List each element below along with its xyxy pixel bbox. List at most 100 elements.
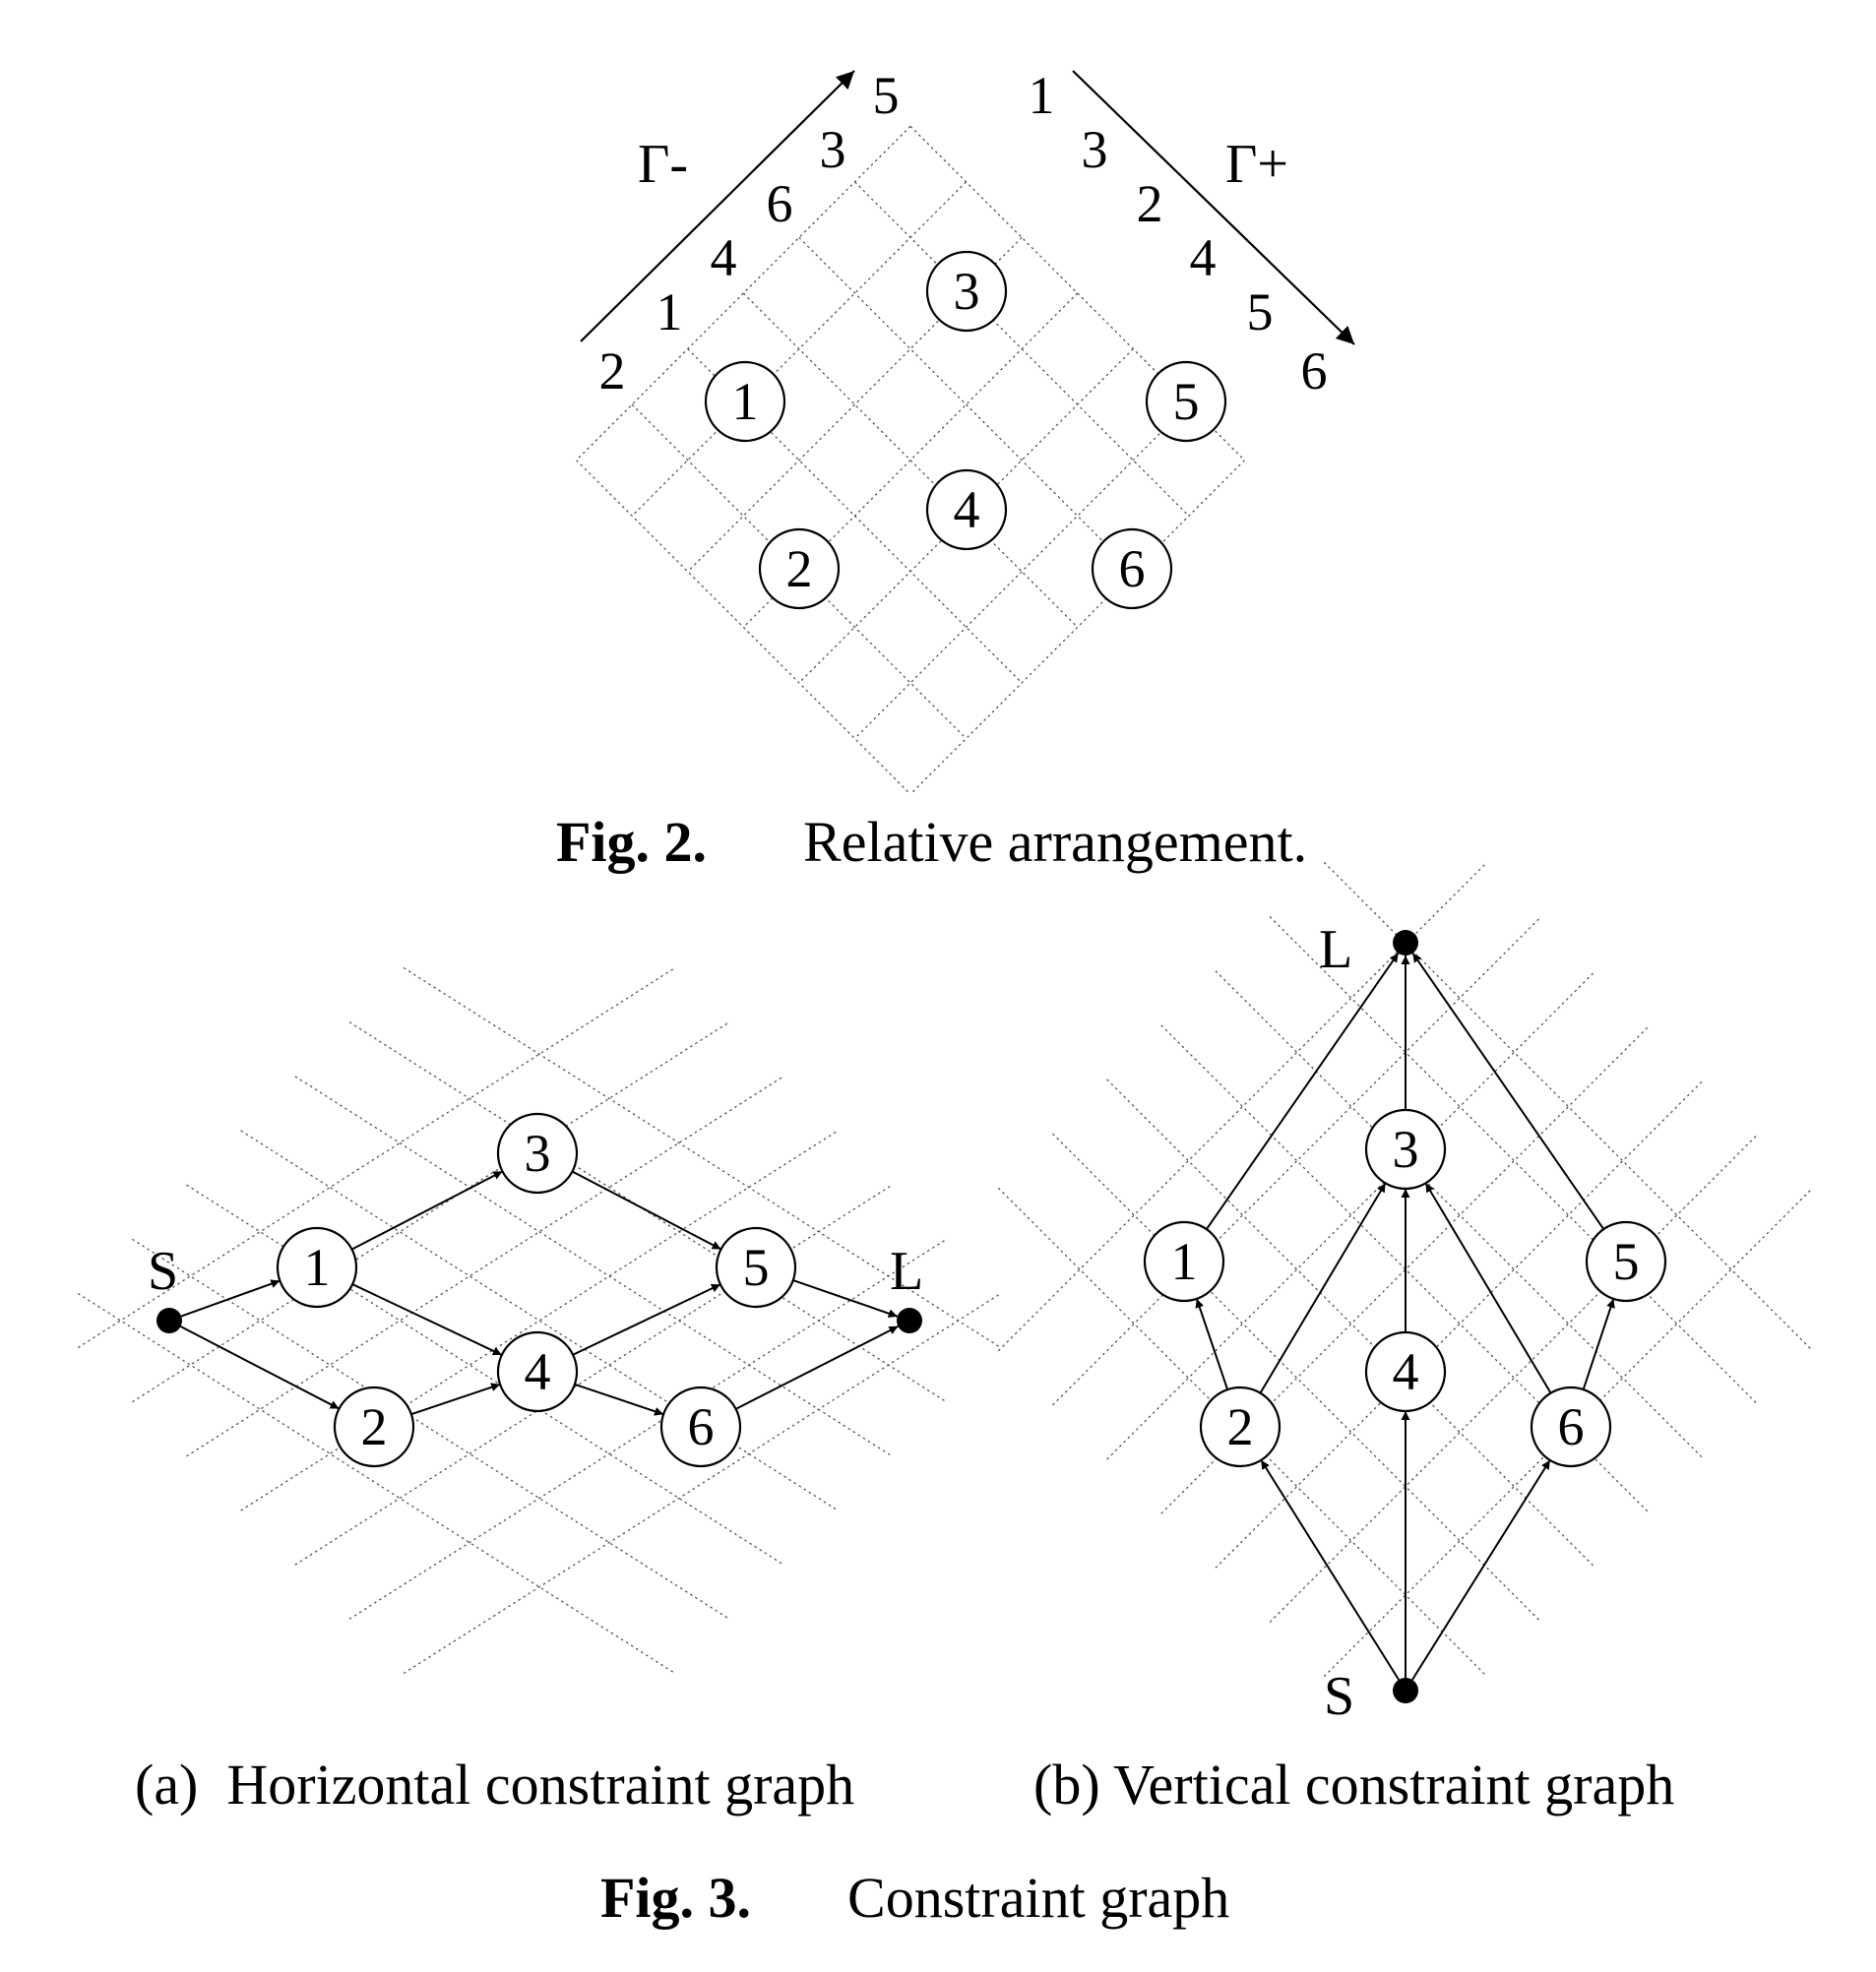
fig3a-module-2-label: 2 bbox=[361, 1397, 388, 1456]
fig3-caption: Fig. 3. Constraint graph bbox=[600, 1865, 1229, 1931]
fig3a-module-6: 6 bbox=[659, 1386, 742, 1468]
fig3a-module-5: 5 bbox=[715, 1226, 797, 1309]
fig3-caption-text: Constraint graph bbox=[847, 1866, 1230, 1930]
fig3a-source-node bbox=[156, 1308, 182, 1333]
fig3a-module-4-label: 4 bbox=[525, 1342, 551, 1401]
fig2-module-2-circle bbox=[758, 527, 841, 610]
fig3a-module-4: 4 bbox=[496, 1330, 579, 1413]
fig3a-module-1: 1 bbox=[276, 1226, 358, 1309]
gamma-plus-label: Γ+ bbox=[1225, 134, 1288, 195]
fig3a-edge-3-5 bbox=[571, 1170, 722, 1251]
fig3a-edge-6-L bbox=[735, 1325, 899, 1410]
fig3a-edges bbox=[180, 1170, 899, 1416]
gamma-plus-arrow bbox=[1072, 70, 1355, 345]
fig3a-module-6-label: 6 bbox=[688, 1397, 715, 1456]
fig3a-module-3-label: 3 bbox=[525, 1124, 551, 1183]
fig3b-edge-6-5 bbox=[1582, 1298, 1615, 1390]
fig3a-edge-1-3 bbox=[351, 1170, 503, 1251]
sequence-plus-item: 1 bbox=[1029, 66, 1055, 125]
sequence-minus-item: 5 bbox=[873, 66, 900, 125]
fig3a-sink-label: L bbox=[890, 1241, 923, 1302]
sequence-minus-item: 4 bbox=[711, 228, 737, 287]
fig3b-edge-2-3 bbox=[1259, 1182, 1387, 1394]
sequence-plus-item: 3 bbox=[1082, 120, 1108, 179]
fig3b-edge-5-L bbox=[1411, 953, 1605, 1230]
sequence-plus-item: 2 bbox=[1137, 174, 1163, 233]
fig3b-module-3-circle bbox=[1364, 1108, 1447, 1191]
sequence-minus-item: 2 bbox=[599, 341, 626, 401]
fig3a-module-1-circle bbox=[276, 1226, 358, 1309]
fig2-module-4-circle bbox=[925, 468, 1008, 551]
fig3a-edge-S-1 bbox=[180, 1279, 281, 1318]
sequence-minus-item: 1 bbox=[657, 282, 683, 341]
fig3a-module-3: 3 bbox=[496, 1112, 579, 1195]
sequence-plus-item: 5 bbox=[1247, 282, 1274, 341]
fig3b-module-2-circle bbox=[1199, 1386, 1282, 1468]
fig3-caption-label: Fig. 3. bbox=[600, 1866, 752, 1930]
fig3b-edges bbox=[1195, 953, 1615, 1681]
fig3b-module-2-label: 2 bbox=[1227, 1397, 1254, 1456]
fig3b-module-4-circle bbox=[1364, 1330, 1447, 1413]
fig3b-source-node bbox=[1393, 1678, 1418, 1703]
fig3b-module-4-label: 4 bbox=[1393, 1342, 1419, 1401]
fig2-module-1-circle bbox=[704, 360, 786, 443]
sequence-minus-item: 3 bbox=[820, 120, 846, 179]
fig2-caption: Fig. 2.Relative arrangement. bbox=[556, 809, 1307, 875]
fig2-module-3-label: 3 bbox=[954, 262, 980, 321]
fig3b-module-1-label: 1 bbox=[1171, 1232, 1198, 1291]
fig2-module-2-label: 2 bbox=[786, 539, 813, 598]
fig3a-edge-2-4 bbox=[410, 1383, 501, 1416]
fig3a-module-1-label: 1 bbox=[304, 1238, 331, 1297]
fig3a-edge-S-2 bbox=[180, 1325, 340, 1410]
fig3b-edge-S-6 bbox=[1411, 1459, 1551, 1681]
fig3b-module-1-circle bbox=[1143, 1220, 1225, 1303]
fig3a-module-5-circle bbox=[715, 1226, 797, 1309]
fig3b-module-3: 3 bbox=[1364, 1108, 1447, 1191]
fig3a-dotted-grid bbox=[77, 966, 1002, 1675]
fig3a-edge-5-L bbox=[792, 1279, 899, 1319]
fig3a-module-3-circle bbox=[496, 1112, 579, 1195]
fig3a-module-4-circle bbox=[496, 1330, 579, 1413]
fig2-module-4: 4 bbox=[925, 468, 1008, 551]
fig3b-edge-S-2 bbox=[1260, 1459, 1400, 1681]
fig3b-module-6-circle bbox=[1530, 1386, 1612, 1468]
fig3a-sink-node bbox=[897, 1308, 922, 1333]
fig3a-source-label: S bbox=[148, 1241, 178, 1302]
fig3b-edge-1-L bbox=[1205, 953, 1400, 1230]
fig3b-sink-label: L bbox=[1319, 919, 1352, 980]
fig3b-module-4: 4 bbox=[1364, 1330, 1447, 1413]
fig2-module-5-circle bbox=[1145, 360, 1227, 443]
fig3b-edge-2-1 bbox=[1195, 1298, 1229, 1390]
fig2-module-6: 6 bbox=[1091, 527, 1173, 610]
fig3b-module-2: 2 bbox=[1199, 1386, 1282, 1468]
gamma-minus-arrow bbox=[580, 70, 855, 342]
fig2-module-3: 3 bbox=[925, 250, 1008, 333]
fig2-module-1-label: 1 bbox=[732, 372, 759, 431]
fig3b-module-5-circle bbox=[1585, 1220, 1667, 1303]
fig3a-module-2-circle bbox=[333, 1386, 415, 1468]
fig3a-module-2: 2 bbox=[333, 1386, 415, 1468]
fig3b-module-5-label: 5 bbox=[1613, 1232, 1640, 1291]
fig3b-subcaption: (b) Vertical constraint graph bbox=[1033, 1753, 1675, 1817]
fig2-module-5: 5 bbox=[1145, 360, 1227, 443]
fig2-module-5-label: 5 bbox=[1173, 372, 1200, 431]
fig3b-module-6-label: 6 bbox=[1558, 1397, 1585, 1456]
fig2-module-1: 1 bbox=[704, 360, 786, 443]
gamma-minus-label: Γ- bbox=[638, 134, 688, 195]
fig3a-edge-4-6 bbox=[574, 1383, 664, 1416]
fig2-module-6-label: 6 bbox=[1119, 539, 1146, 598]
fig2-module-nodes: 1 2 3 4 5 6 bbox=[704, 250, 1227, 610]
fig2-caption-text: Relative arrangement. bbox=[803, 810, 1308, 874]
fig2-module-2: 2 bbox=[758, 527, 841, 610]
sequence-plus-item: 6 bbox=[1301, 341, 1328, 401]
fig3b-module-6: 6 bbox=[1530, 1386, 1612, 1468]
fig3a-module-nodes: 1 2 3 4 5 6 bbox=[276, 1112, 797, 1468]
sequence-minus-item: 6 bbox=[767, 174, 793, 233]
fig2-module-6-circle bbox=[1091, 527, 1173, 610]
fig2-module-4-label: 4 bbox=[954, 480, 980, 539]
